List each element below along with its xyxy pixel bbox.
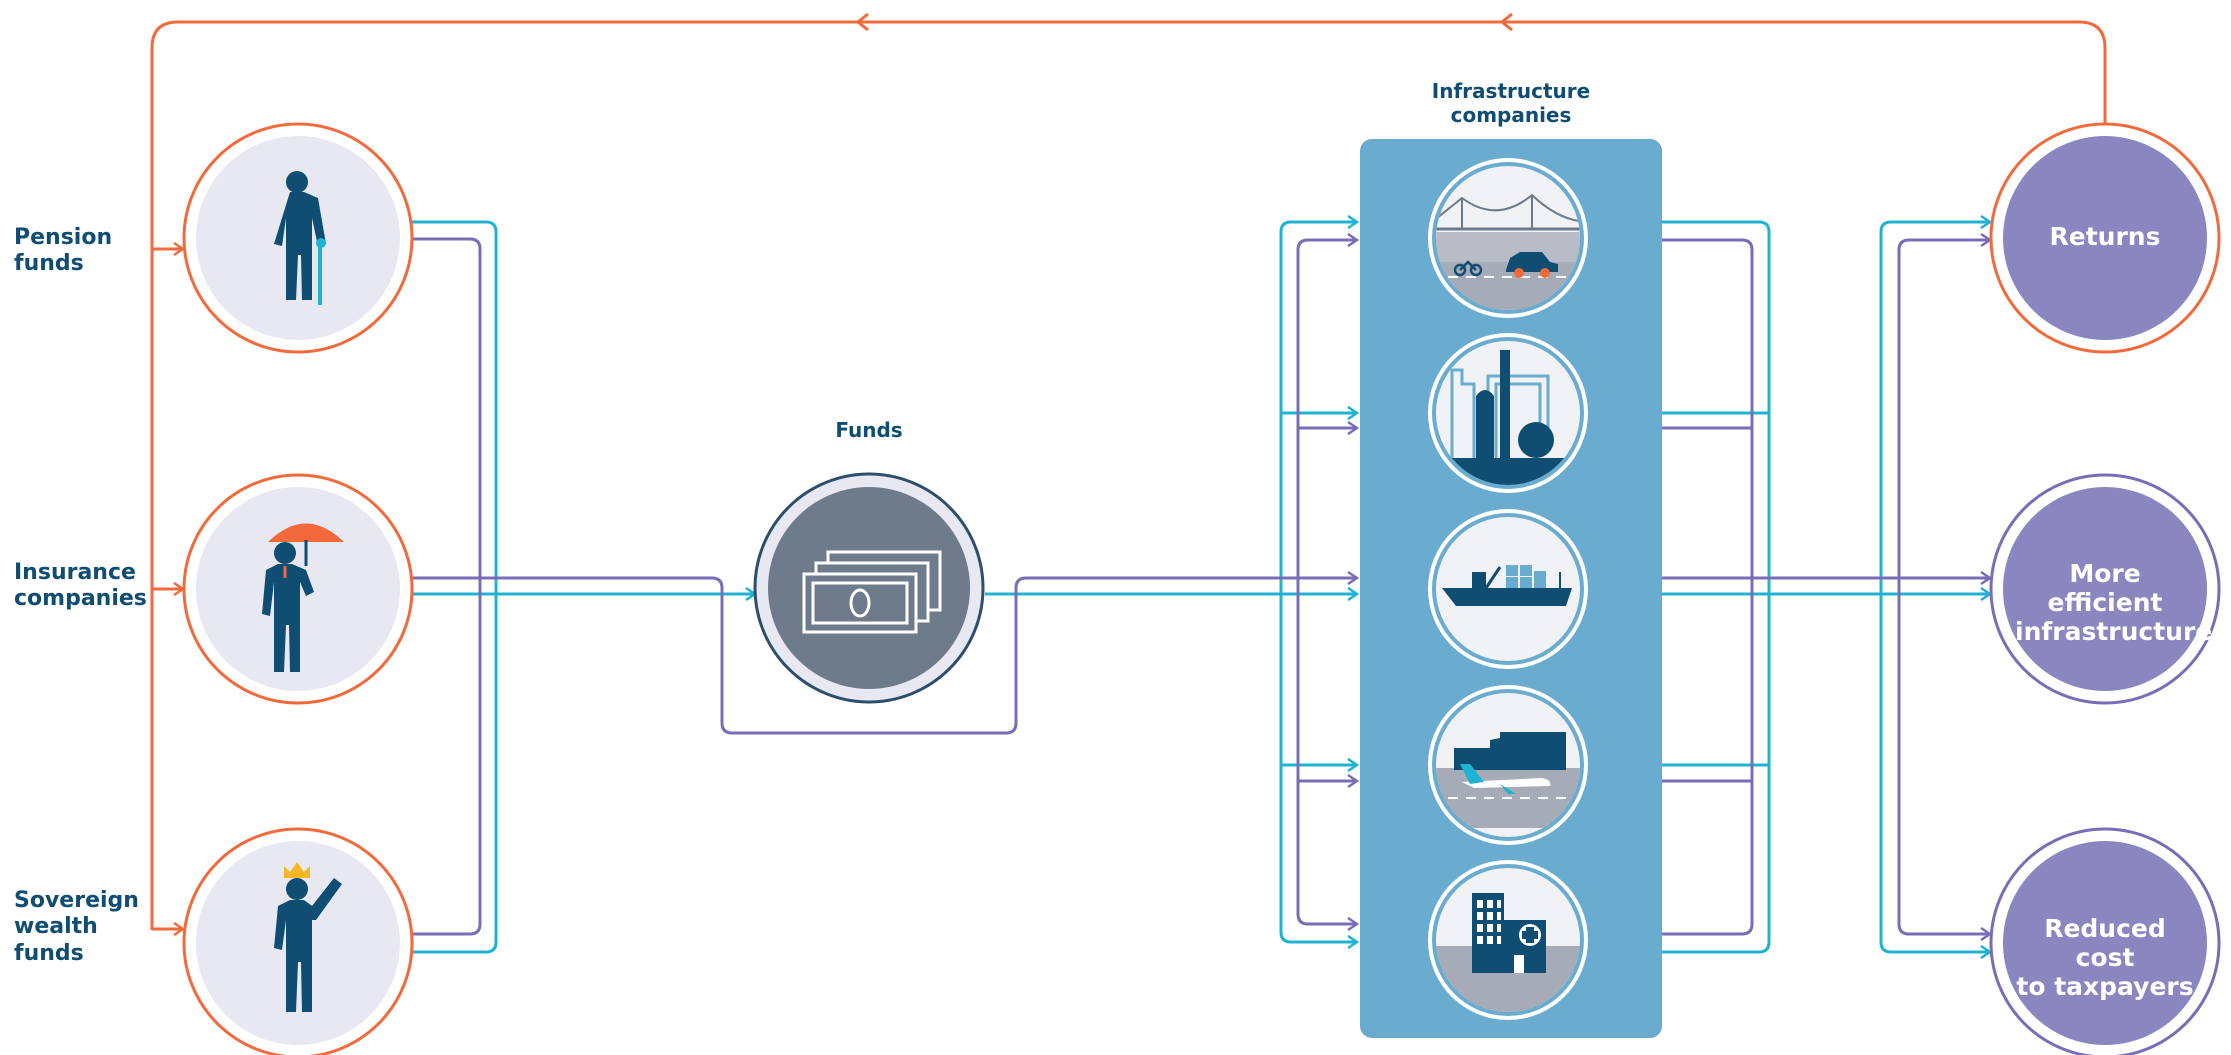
outcome-returns bbox=[1989, 122, 2221, 354]
purple-flow bbox=[412, 239, 1990, 934]
infra-item-plant bbox=[1428, 333, 1588, 493]
funds-node bbox=[753, 472, 985, 704]
infra-item-bridge bbox=[1428, 158, 1588, 318]
container-ship-icon bbox=[1442, 565, 1572, 606]
infra-item-port bbox=[1428, 509, 1588, 669]
investor-label-sovereign: Sovereign wealth funds bbox=[14, 888, 139, 966]
airport-icon bbox=[1436, 732, 1580, 828]
investor-insurance bbox=[182, 473, 414, 705]
bridge-road-icon bbox=[1436, 193, 1580, 310]
infrastructure-label: Infrastructure companies bbox=[1431, 79, 1591, 127]
investor-sovereign bbox=[182, 827, 414, 1055]
returns-loop bbox=[150, 12, 2107, 930]
investor-label-pension: Pension funds bbox=[14, 225, 113, 277]
crowned-man-icon bbox=[274, 862, 342, 1012]
outcome-cost bbox=[1989, 827, 2221, 1055]
investor-label-insurance: Insurance companies bbox=[14, 560, 147, 612]
infra-item-hospital bbox=[1428, 860, 1588, 1020]
infra-item-airport bbox=[1428, 685, 1588, 845]
umbrella-man-icon bbox=[262, 523, 344, 672]
elderly-man-icon bbox=[274, 171, 326, 305]
investor-pension bbox=[182, 122, 414, 354]
outcome-label-cost: Reduced cost to taxpayers bbox=[2016, 914, 2194, 1001]
outcome-label-efficiency: More efficient infrastructure bbox=[2015, 559, 2213, 646]
outcome-label-returns: Returns bbox=[2049, 222, 2161, 251]
banknotes-icon bbox=[802, 550, 942, 634]
outcome-efficiency bbox=[1989, 473, 2221, 705]
funds-label: Funds bbox=[835, 418, 903, 442]
